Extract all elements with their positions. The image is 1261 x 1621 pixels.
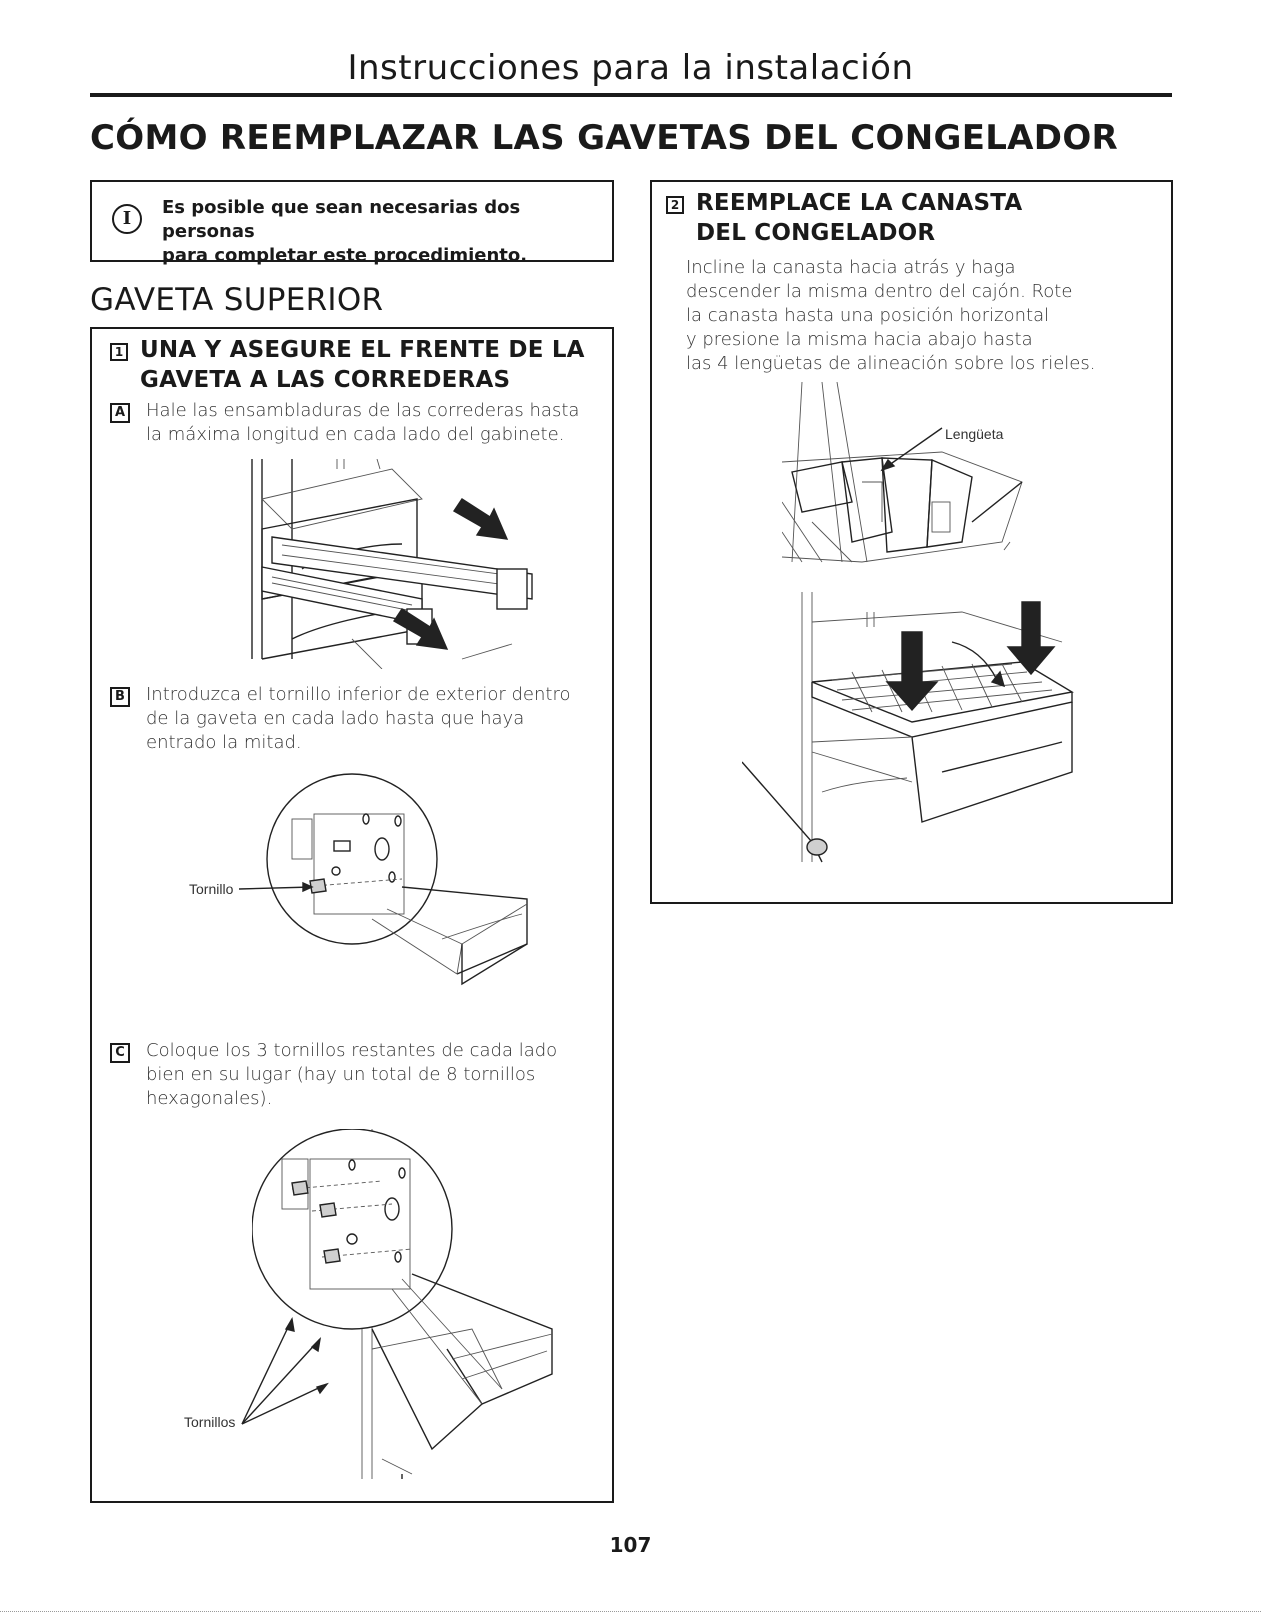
step2-box: 2 REEMPLACE LA CANASTA DEL CONGELADOR In… [650,180,1173,904]
step2-title-line-2: DEL CONGELADOR [696,220,936,246]
illustration-lower-screw [266,773,528,986]
substep-c-text: Coloque los 3 tornillos restantes de cad… [146,1039,557,1111]
page-number: 107 [609,1533,652,1557]
substep-b-text: Introduzca el tornillo inferior de exter… [146,683,570,755]
substep-a-line-1: Hale las ensambladuras de las correderas… [146,400,580,421]
callout-tornillo: Tornillo [189,881,234,897]
substep-a-line-2: la máxima longitud en cada lado del gabi… [146,424,565,445]
step1-title-line-1: UNA Y ASEGURE EL FRENTE DE LA [140,337,585,363]
step1-number: 1 [110,343,128,361]
substep-b-line-2: de la gaveta en cada lado hasta que haya [146,708,525,729]
step2-text: Incline la canasta hacia atrás y haga de… [686,256,1095,376]
step2-number: 2 [666,196,684,214]
substep-b-line-3: entrado la mitad. [146,732,302,753]
substep-b-line-1: Introduzca el tornillo inferior de exter… [146,684,571,705]
section-title: CÓMO REEMPLAZAR LAS GAVETAS DEL CONGELAD… [90,118,1119,158]
callout-tornillo-arrow [238,881,314,893]
substep-b-letter: B [110,687,130,707]
substep-c-line-1: Coloque los 3 tornillos restantes de cad… [146,1040,558,1061]
illustration-slide-rails [251,459,533,669]
step2-line-1: Incline la canasta hacia atrás y haga [686,257,1016,278]
info-icon: I [112,204,142,234]
callout-tornillos-arrows [241,1317,329,1425]
step2-line-3: la canasta hasta una posición horizontal [686,305,1050,326]
substep-c-line-2: bien en su lugar (hay un total de 8 torn… [146,1064,536,1085]
step2-title-line-1: REEMPLACE LA CANASTA [696,190,1023,216]
substep-c-line-3: hexagonales). [146,1088,273,1109]
subsection-title-upper-drawer: GAVETA SUPERIOR [90,282,384,318]
callout-lenguueta: Lengüeta [945,426,1004,442]
note-text: Es posible que sean necesarias dos perso… [162,196,612,268]
illustration-remaining-screws [252,1129,553,1479]
page-header-title: Instrucciones para la instalación [347,48,914,88]
callout-tornillos: Tornillos [184,1414,236,1430]
step1-title-line-2: GAVETA A LAS CORREDERAS [140,367,511,393]
step2-line-5: las 4 lengüetas de alineación sobre los … [686,353,1096,374]
substep-a-letter: A [110,403,130,423]
note-line-2: para completar este procedimiento. [162,245,528,266]
step2-line-4: y presione la misma hacia abajo hasta [686,329,1033,350]
note-line-1: Es posible que sean necesarias dos perso… [162,197,521,242]
note-box: I Es posible que sean necesarias dos per… [90,180,614,266]
header-rule [90,93,1172,97]
substep-c-letter: C [110,1043,130,1063]
step1-box: 1 UNA Y ASEGURE EL FRENTE DE LA GAVETA A… [90,327,614,1503]
substep-a-text: Hale las ensambladuras de las correderas… [146,399,579,447]
illustration-basket-placement [742,592,1074,863]
bottom-rule [0,1611,1261,1612]
illustration-basket-tab-detail [782,382,1023,563]
step2-line-2: descender la misma dentro del cajón. Rot… [686,281,1073,302]
